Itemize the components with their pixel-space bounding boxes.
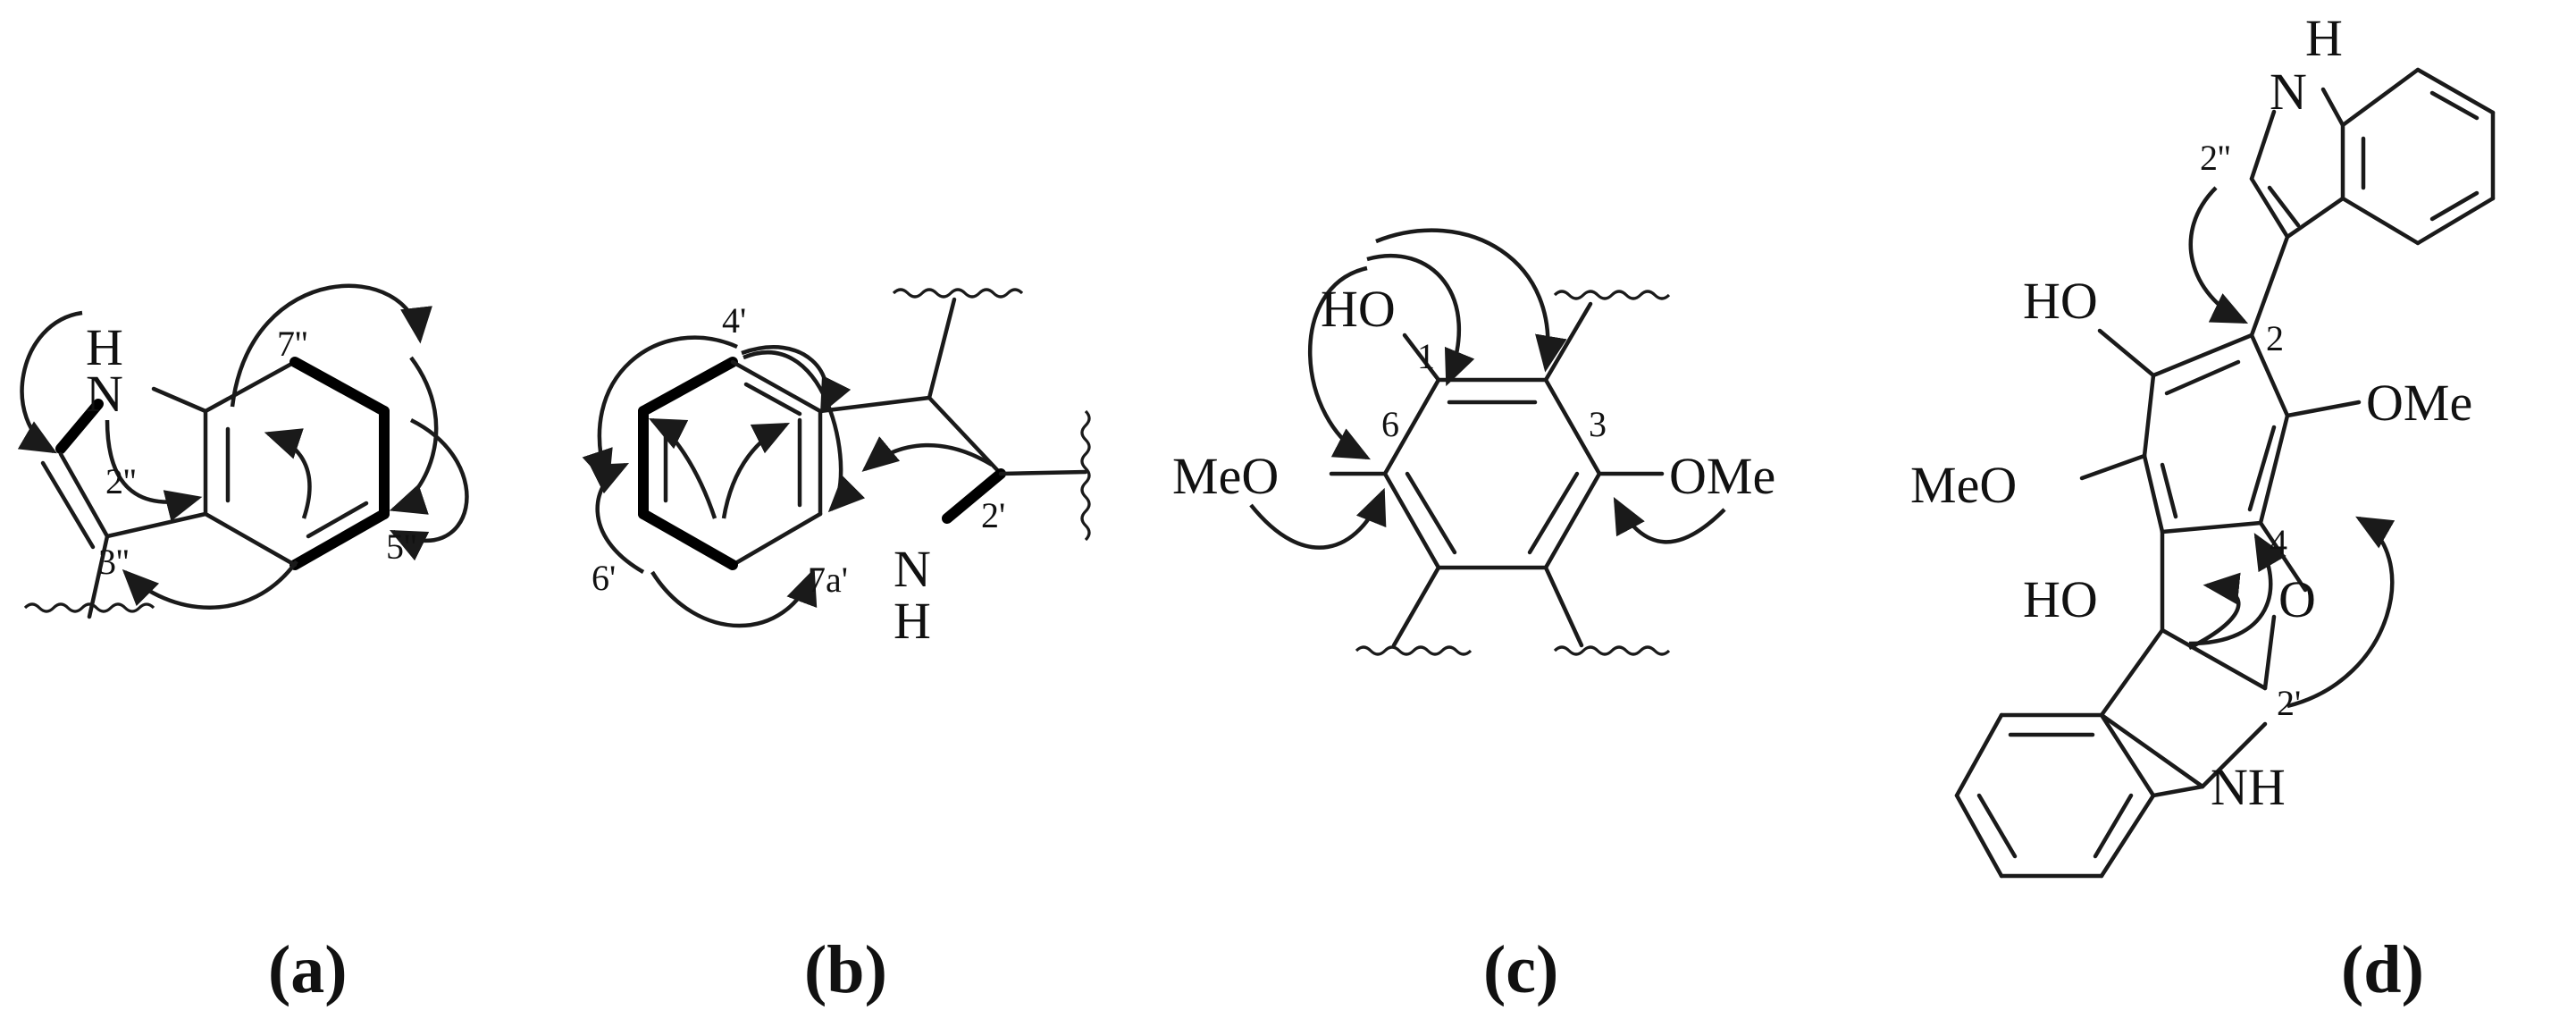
panel-b-atom-n: N [894, 540, 931, 598]
panel-d-central-ring [2079, 328, 2362, 535]
panel-d-atom-nh: NH [2211, 758, 2286, 816]
panel-a-label-5pp: 5'' [386, 526, 416, 567]
panel-b-pyrroline-fragment [818, 288, 1091, 542]
panel-c-label-1: 1 [1417, 336, 1435, 376]
panel-label-c: (c) [1483, 932, 1558, 1007]
panel-c-hmbc-arrows [1249, 228, 1726, 550]
panel-c-substituent-bonds [1329, 290, 1671, 656]
panel-d-structure: H N 2'' HO 2 OMe MeO 4 HO O 2' NH [1910, 9, 2496, 879]
panel-b-label-6p: 6' [592, 558, 616, 598]
panel-d-atom-ring-o: O [2278, 570, 2316, 628]
panel-d-hmbc-arrows [2187, 186, 2396, 709]
panel-d-label-4: 4 [2270, 522, 2287, 562]
panel-d-atom-meo: MeO [1910, 456, 2017, 514]
panel-a-label-7pp: 7'' [277, 324, 307, 364]
panel-d-atom-indole-h: H [2305, 9, 2343, 67]
panel-d-atom-ome: OMe [2366, 374, 2472, 432]
panel-c-atom-meo: MeO [1172, 447, 1279, 505]
panel-label-d: (d) [2341, 932, 2424, 1007]
panel-b-hmbc-arrows [582, 335, 994, 628]
panel-a-label-3pp: 3'' [98, 542, 129, 582]
panel-d-label-2: 2 [2266, 318, 2284, 358]
panel-a-atom-n: N [86, 365, 123, 423]
panel-a-atom-h: H [86, 318, 123, 376]
panel-d-bottom-indoline [1954, 520, 2308, 879]
panel-d-label-2pp: 2'' [2200, 138, 2230, 178]
panel-label-b: (b) [804, 932, 887, 1007]
panel-a-hmbc-arrows [17, 283, 469, 610]
panel-c-atom-ho: HO [1321, 280, 1396, 338]
panel-label-a: (a) [268, 932, 348, 1007]
panel-b-label-4p: 4' [722, 300, 746, 341]
panel-d-atom-ho-mid: HO [2023, 570, 2098, 628]
panel-d-atom-ho-top: HO [2023, 272, 2098, 330]
panel-c-benzene-ring [1382, 377, 1602, 570]
panel-a-label-2pp: 2'' [105, 461, 136, 501]
panel-b-label-7ap: 7a' [808, 560, 848, 600]
panel-b-benzene-ring [638, 357, 823, 570]
panel-c-label-3: 3 [1589, 404, 1607, 444]
panel-b-atom-h: H [894, 592, 931, 650]
panel-d-label-2p: 2' [2277, 683, 2301, 723]
panel-d-atom-indole-n: N [2270, 63, 2307, 121]
panel-c-label-6: 6 [1381, 404, 1399, 444]
panel-c-structure: HO MeO OMe 1 6 3 [1172, 228, 1775, 656]
panel-a-structure: H N 2'' 3'' 7'' 5'' [17, 283, 469, 619]
panel-d-top-indole [2249, 67, 2496, 338]
panel-a-benzene-ring [203, 357, 390, 570]
panel-c-atom-ome: OMe [1669, 447, 1775, 505]
panel-b-label-2p: 2' [981, 495, 1005, 535]
panel-b-structure: 4' 6' 7a' 2' N H [582, 288, 1091, 650]
